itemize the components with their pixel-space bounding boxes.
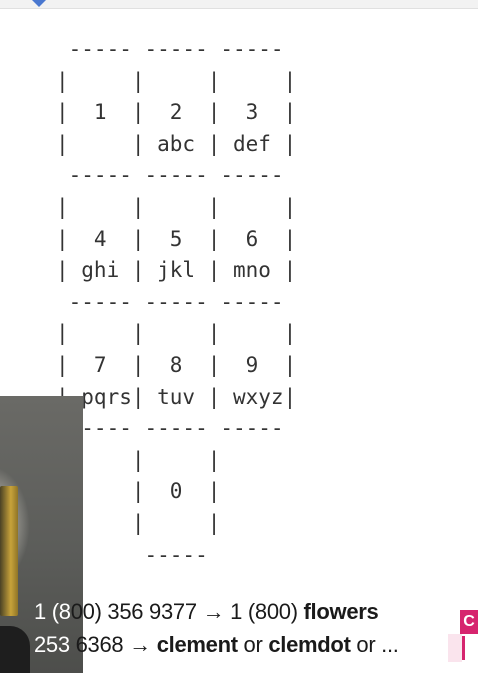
caption-line-2-word-1: clement xyxy=(156,632,238,657)
caption-line-2-or: or xyxy=(237,632,269,657)
caption-line-1-prefix: 1 (8 xyxy=(34,599,71,624)
caption-line-2-number: 6368 → xyxy=(69,632,157,657)
caption-line-1-word: flowers xyxy=(303,599,379,624)
background-object xyxy=(0,486,18,616)
position-marker-icon xyxy=(30,0,48,7)
caption-line-2-prefix: 253 xyxy=(34,632,70,657)
caption-line-2-tail: or ... xyxy=(350,632,399,657)
caption-line-1: 1 (800) 356 9377 → 1 (800) flowers xyxy=(34,599,379,625)
text-cursor-highlight xyxy=(448,634,462,662)
top-bar xyxy=(0,0,478,9)
edge-badge: C xyxy=(460,610,478,634)
ascii-phone-keypad: ----- ----- ----- | | | | | 1 | 2 | 3 | … xyxy=(56,37,297,567)
caption-line-2-word-2: clemdot xyxy=(268,632,351,657)
presenter-shoulder xyxy=(0,626,30,673)
caption-line-1-number: 00) 356 9377 → 1 (800) xyxy=(70,599,304,624)
text-cursor xyxy=(462,636,465,660)
caption-line-2: 253 6368 → clement or clemdot or ... xyxy=(34,632,399,658)
webcam-overlay xyxy=(0,396,83,673)
